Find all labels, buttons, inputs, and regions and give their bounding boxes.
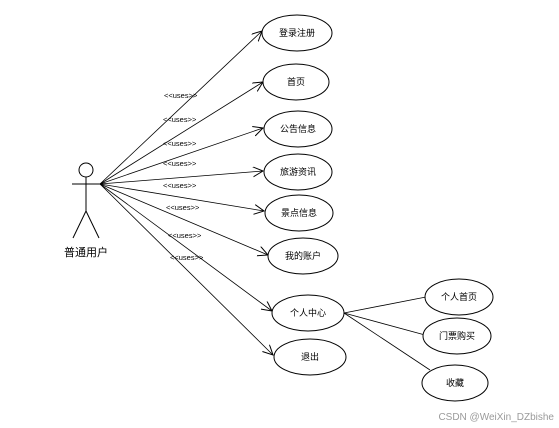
actor-right-leg: [85, 210, 100, 239]
association-uc6: [99, 183, 268, 255]
stereotype-label: <<uses>>: [168, 231, 202, 240]
stereotype-label: <<uses>>: [163, 159, 197, 168]
association-uc1: [99, 31, 262, 185]
use-case-uc6: 我的账户: [267, 237, 339, 275]
stereotype-label: <<uses>>: [170, 253, 204, 262]
stereotype-label: <<uses>>: [163, 115, 197, 124]
watermark: CSDN @WeiXin_DZbishe: [438, 412, 554, 423]
association-uc5: [99, 183, 264, 211]
sub-use-case-label: 门票购买: [439, 330, 475, 342]
stereotype-labels: <<uses>> <<uses>> <<uses>> <<uses>> <<us…: [163, 91, 204, 262]
stereotype-label: <<uses>>: [164, 91, 198, 100]
association-uc7: [99, 183, 272, 311]
sub-use-case-sub3: 收藏: [421, 364, 489, 402]
sub-use-case-label: 个人首页: [441, 291, 477, 303]
actor-left-leg: [72, 210, 87, 239]
use-case-uc7: 个人中心: [271, 294, 345, 332]
use-case-label: 我的账户: [285, 250, 321, 262]
stereotype-label: <<uses>>: [163, 181, 197, 190]
sub-use-case-sub1: 个人首页: [424, 278, 494, 316]
sub-use-case-sub2: 门票购买: [422, 317, 492, 355]
use-case-uc8: 退出: [273, 338, 347, 376]
actor-label: 普通用户: [64, 245, 108, 259]
use-case-uc3: 公告信息: [263, 110, 333, 148]
use-case-label: 退出: [301, 351, 319, 363]
association-uc3: [99, 128, 263, 185]
use-cases: 登录注册 首页 公告信息 旅游资讯 景点信息 我的账户 个人中心 退出: [261, 14, 347, 376]
connector-sub2: [343, 312, 426, 336]
use-case-label: 个人中心: [290, 307, 326, 319]
connector-sub1: [343, 296, 427, 314]
actor: [72, 162, 100, 239]
stereotype-label: <<uses>>: [163, 139, 197, 148]
sub-use-case-label: 收藏: [446, 377, 464, 389]
sub-connectors: [343, 296, 431, 371]
stereotype-label: <<uses>>: [166, 203, 200, 212]
use-case-label: 登录注册: [279, 27, 315, 39]
use-case-label: 公告信息: [280, 123, 316, 135]
connector-sub3: [343, 312, 431, 371]
use-case-label: 旅游资讯: [280, 166, 316, 178]
association-uc2: [99, 82, 263, 185]
association-uc8: [99, 183, 273, 355]
actor-head: [78, 162, 94, 178]
use-case-uc1: 登录注册: [261, 14, 333, 52]
use-case-label: 景点信息: [281, 207, 317, 219]
use-case-uc5: 景点信息: [264, 194, 334, 232]
use-case-uc4: 旅游资讯: [263, 153, 333, 191]
sub-use-cases: 个人首页 门票购买 收藏: [421, 278, 494, 402]
association-uc4: [99, 171, 263, 185]
use-case-label: 首页: [287, 76, 305, 88]
use-case-uc2: 首页: [262, 63, 330, 101]
associations: [99, 31, 273, 355]
